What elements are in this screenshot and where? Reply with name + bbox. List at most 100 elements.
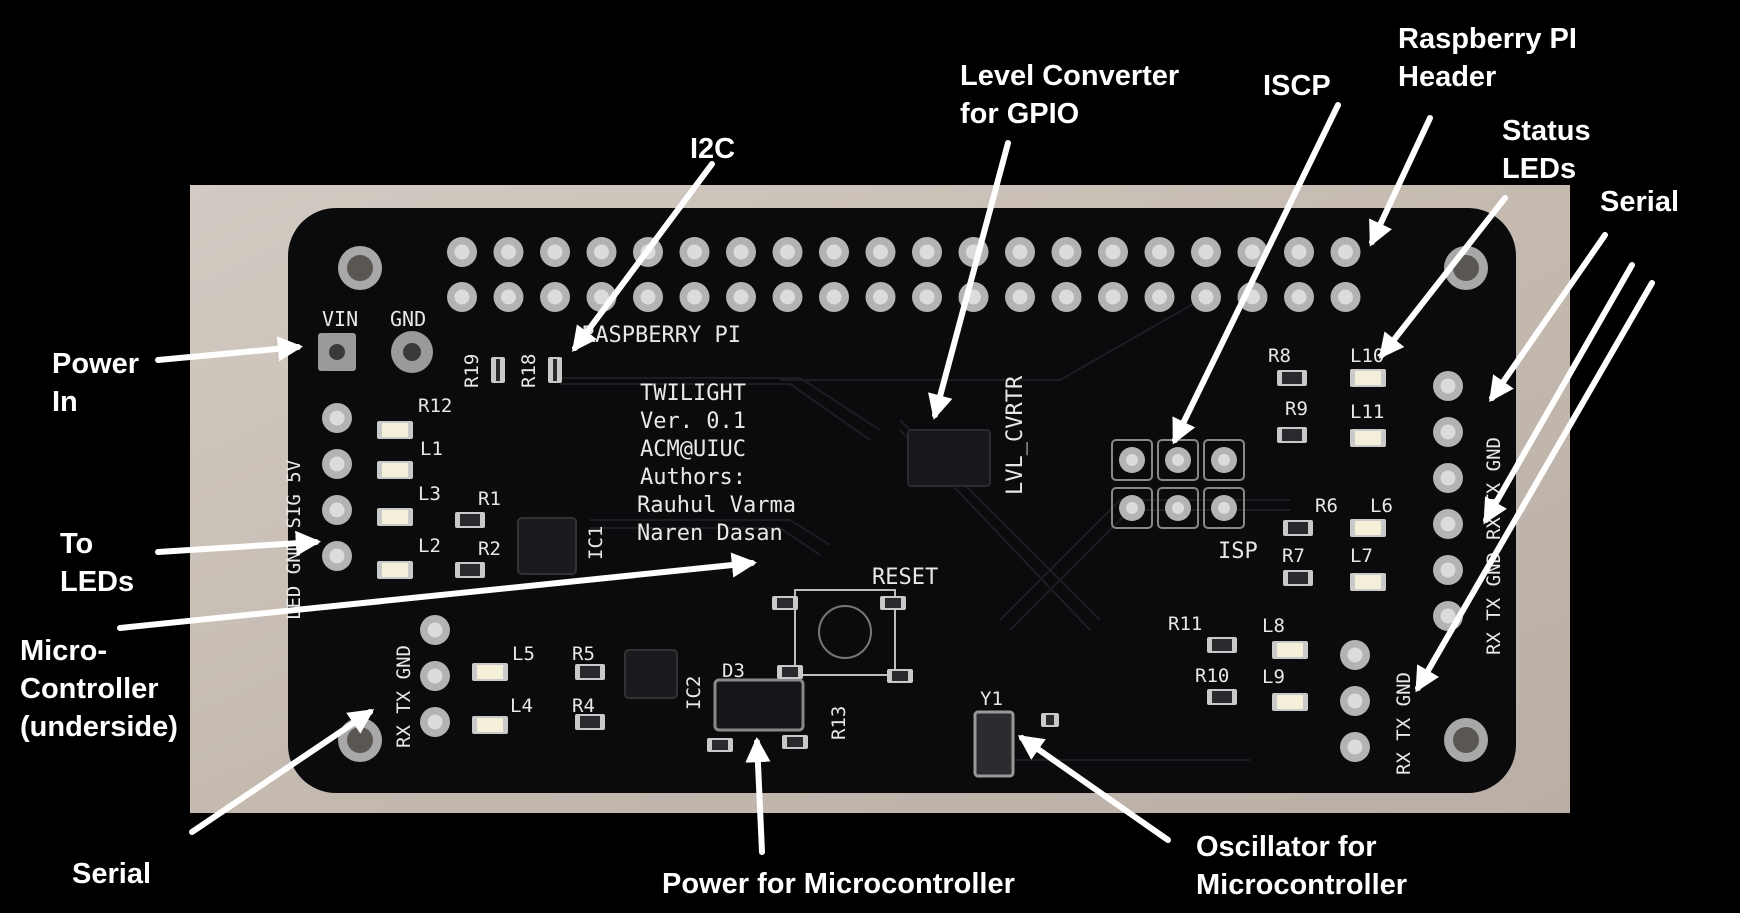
silkscreen-text: RASPBERRY PI VIN GND RESET ISP LVL_CVRTR… xyxy=(283,307,1505,775)
arrow-micro-controller xyxy=(117,552,758,631)
pi-header-pad xyxy=(1284,237,1314,267)
pi-header-pad xyxy=(1330,282,1361,312)
ref-r2: R2 xyxy=(478,538,501,560)
smd-led xyxy=(377,508,413,526)
ref-l6: L6 xyxy=(1370,495,1393,517)
arrow-raspberry-header xyxy=(1369,115,1433,247)
pi-header-pad xyxy=(1144,237,1175,267)
project-line: Ver. 0.1 xyxy=(640,409,746,434)
smd-resistor xyxy=(455,512,485,528)
arrow-i2c xyxy=(571,161,715,353)
pi-header-pad xyxy=(1191,282,1221,312)
serial-right-pad xyxy=(1433,509,1463,539)
pi-header-pad xyxy=(679,237,710,267)
ref-l2: L2 xyxy=(418,535,441,557)
ref-r7: R7 xyxy=(1282,545,1305,567)
arrow-to-leds xyxy=(155,530,322,556)
arrow-status-leds xyxy=(1378,195,1508,359)
led-header-pad xyxy=(322,495,352,525)
serial-left-pad xyxy=(420,661,450,691)
smd-resistor xyxy=(491,357,505,383)
side-header-pads xyxy=(322,371,1463,762)
arrow-serial-left xyxy=(189,709,375,835)
smd-resistor xyxy=(575,714,605,730)
project-line: ACM@UIUC xyxy=(640,437,746,462)
arrow-serial-right-2 xyxy=(1483,262,1635,525)
label-iscp: ISCP xyxy=(1263,70,1331,102)
mounting-hole xyxy=(338,246,382,290)
ref-r6: R6 xyxy=(1315,495,1338,517)
isp-pad xyxy=(1203,439,1245,481)
reset-button-outline xyxy=(794,589,896,676)
pi-header-pad xyxy=(540,282,570,312)
pi-header-pad xyxy=(865,237,896,267)
ref-r19: R19 xyxy=(461,354,483,388)
arrow-serial-right-3 xyxy=(1415,280,1655,693)
smd-led xyxy=(1350,519,1386,537)
pi-header-pad xyxy=(1005,282,1035,312)
ref-r13: R13 xyxy=(828,706,850,740)
smd-resistor xyxy=(1283,520,1313,536)
pi-header-pad xyxy=(726,237,756,267)
pi-header-pad xyxy=(912,237,942,267)
ref-r11: R11 xyxy=(1168,613,1202,635)
pi-header-pad xyxy=(493,282,524,312)
smd-led xyxy=(1350,573,1386,591)
pi-header-pad xyxy=(726,282,756,312)
label-serial-right: Serial xyxy=(1600,186,1679,218)
smd-resistor xyxy=(455,562,485,578)
serial-right-pad xyxy=(1433,463,1463,493)
ref-l3: L3 xyxy=(418,483,441,505)
silk-serial-left: RX TX GND xyxy=(393,645,415,748)
pi-header-pad xyxy=(772,237,803,267)
ref-l1: L1 xyxy=(420,438,443,460)
silk-serial-right-bot: RX TX GND xyxy=(1393,672,1415,775)
ref-l10: L10 xyxy=(1350,345,1384,367)
serial-bottom-pad xyxy=(1340,640,1370,670)
ref-l5: L5 xyxy=(512,643,535,665)
isp-pad xyxy=(1203,487,1245,529)
serial-right-pad xyxy=(1433,371,1463,401)
project-line: TWILIGHT xyxy=(640,381,746,406)
serial-left-pad xyxy=(420,615,450,645)
smd-led xyxy=(377,421,413,439)
pi-header-pad xyxy=(819,237,849,267)
ref-r1: R1 xyxy=(478,488,501,510)
pi-header-pad xyxy=(1005,237,1035,267)
ref-r4: R4 xyxy=(572,695,595,717)
pi-header-pad xyxy=(772,282,803,312)
ref-r12: R12 xyxy=(418,395,452,417)
serial-right-pad xyxy=(1433,555,1463,585)
label-power-for-microcontroller: Power for Microcontroller xyxy=(662,868,1015,900)
arrow-level-converter xyxy=(928,140,1011,420)
pi-header-pad xyxy=(679,282,710,312)
smd-resistor xyxy=(777,665,803,679)
isp-header-pads xyxy=(1111,439,1245,529)
mounting-hole xyxy=(1444,718,1488,762)
pi-header-pad xyxy=(1051,237,1082,267)
callout-arrows xyxy=(117,102,1655,855)
smd-led xyxy=(1272,693,1308,711)
led-header-pad xyxy=(322,403,352,433)
power-pads xyxy=(318,331,433,373)
smd-resistor xyxy=(880,596,906,610)
serial-left-pad xyxy=(420,707,450,737)
smd-resistor xyxy=(575,664,605,680)
smd-resistor xyxy=(772,596,798,610)
project-line: Authors: xyxy=(640,465,746,490)
smd-resistor xyxy=(1207,637,1237,653)
silk-lvl-cvrtr: LVL_CVRTR xyxy=(1003,375,1028,495)
ref-l8: L8 xyxy=(1262,615,1285,637)
pi-header-pad xyxy=(447,282,477,312)
smd-led xyxy=(1350,429,1386,447)
arrow-power-mcu xyxy=(745,736,771,855)
pi-header-pad xyxy=(493,237,524,267)
ref-r10: R10 xyxy=(1195,665,1229,687)
